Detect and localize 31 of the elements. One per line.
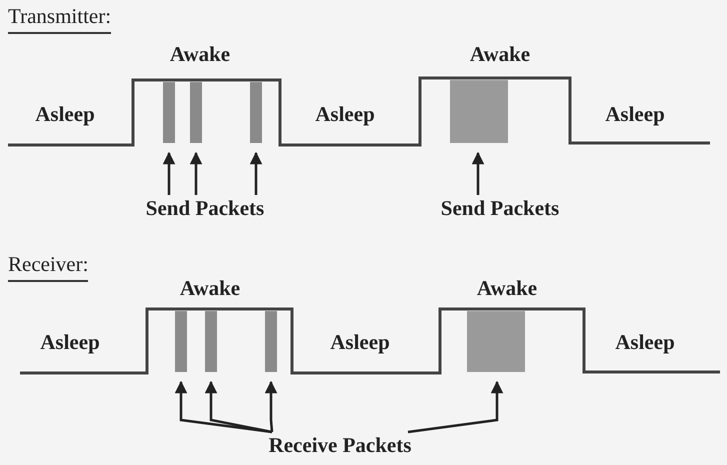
- packet-bar: [163, 82, 175, 143]
- packet-bar: [265, 311, 277, 372]
- arrow: [472, 152, 484, 195]
- arrow: [250, 152, 262, 195]
- arrow: [162, 152, 176, 195]
- state-label: Awake: [476, 276, 538, 301]
- caption-label: Send Packets: [120, 195, 290, 221]
- packet-bar: [250, 82, 262, 143]
- packet-bar: [190, 82, 202, 143]
- arrow: [204, 380, 272, 434]
- caption-label: Send Packets: [415, 195, 585, 221]
- packet-bar: [205, 311, 217, 372]
- state-label: Asleep: [329, 330, 391, 355]
- section-heading: Receiver:: [8, 252, 88, 282]
- caption-label: Receive Packets: [266, 432, 414, 458]
- state-label: Awake: [168, 42, 232, 67]
- state-label: Asleep: [614, 330, 676, 355]
- state-label: Asleep: [604, 102, 666, 127]
- state-label: Awake: [468, 42, 532, 67]
- state-label: Asleep: [34, 102, 96, 127]
- state-label: Asleep: [314, 102, 376, 127]
- packet-bar: [467, 311, 525, 372]
- arrow: [190, 152, 202, 195]
- state-label: Awake: [178, 276, 242, 301]
- arrow: [408, 380, 504, 434]
- section-heading: Transmitter:: [8, 4, 112, 34]
- arrow: [264, 380, 278, 432]
- arrow: [174, 380, 272, 434]
- state-label: Asleep: [39, 330, 101, 355]
- packet-bar: [175, 311, 187, 372]
- packet-bar: [450, 80, 508, 143]
